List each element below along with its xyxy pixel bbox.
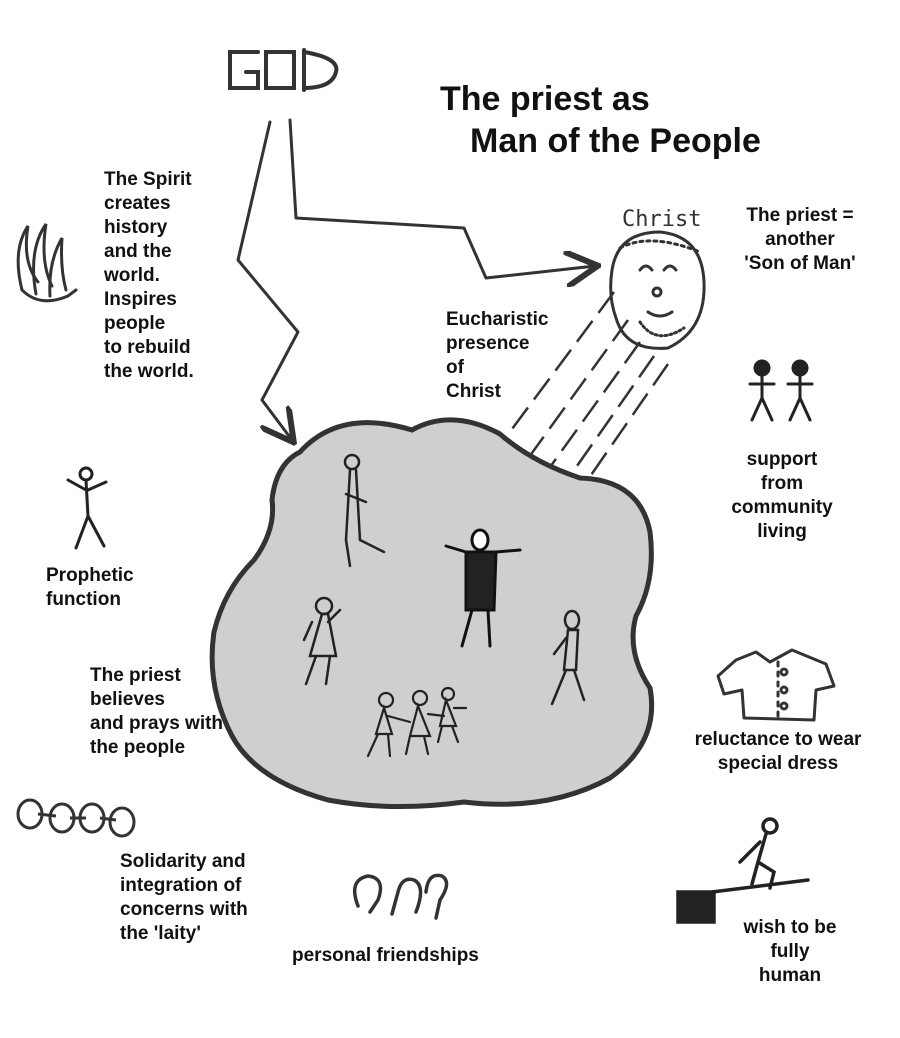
people-blob-icon	[212, 420, 652, 807]
god-lettering-icon	[230, 50, 336, 90]
believes-label: The priest believes and prays with the p…	[90, 664, 223, 760]
prophetic-label: Prophetic function	[46, 564, 134, 612]
human-label: wish to be fully human	[730, 916, 850, 988]
friendship-heads-icon	[355, 875, 447, 918]
stick-figure-icon	[68, 468, 106, 548]
christ-face-icon	[611, 232, 704, 348]
two-people-icon	[750, 361, 812, 420]
dove-flame-icon	[18, 224, 76, 301]
solidarity-label: Solidarity and integration of concerns w…	[120, 850, 248, 946]
page-title-line1: The priest as	[440, 76, 650, 122]
dress-label: reluctance to wear special dress	[680, 728, 876, 776]
son-of-man-label: The priest = another 'Son of Man'	[736, 204, 864, 276]
christ-label: Christ	[622, 207, 701, 232]
spirit-label: The Spirit creates history and the world…	[104, 168, 194, 383]
eucharistic-label: Eucharistic presence of Christ	[446, 308, 548, 404]
shirt-icon	[718, 650, 834, 720]
chain-links-icon	[18, 800, 134, 836]
diving-figure-icon	[678, 819, 808, 922]
community-label: support from community living	[722, 448, 842, 544]
friendships-label: personal friendships	[292, 944, 479, 968]
page-title-line2: Man of the People	[470, 118, 761, 164]
